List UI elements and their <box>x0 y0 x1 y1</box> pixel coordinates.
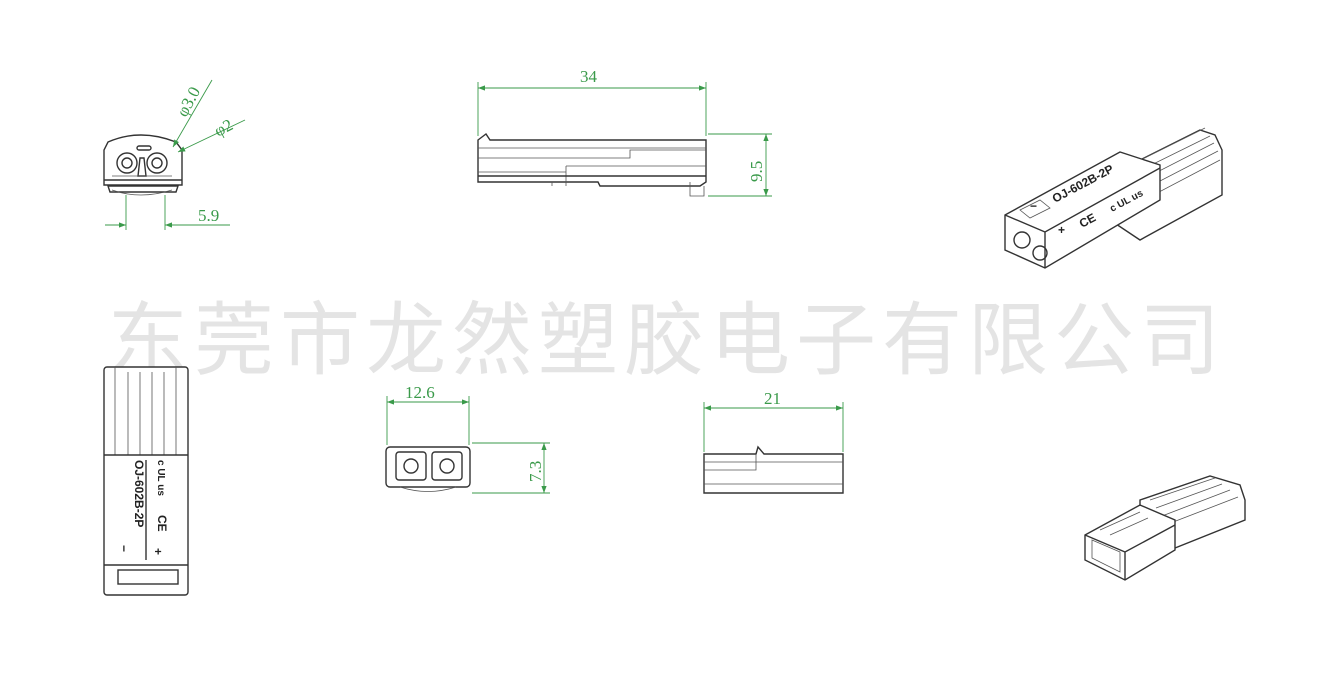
iso-ce-mark: CE <box>1077 210 1098 230</box>
dim-5-9: 5.9 <box>198 206 219 225</box>
side-view-dimensions: 34 9.5 <box>477 67 772 197</box>
top-view-bottom-left: OJ-602B-2P CE c UL us − + <box>103 366 189 596</box>
dim-12-6: 12.6 <box>405 383 435 402</box>
isometric-view-top: OJ-602B-2P CE c UL us + − <box>1004 127 1223 269</box>
dim-34: 34 <box>580 67 598 86</box>
dim-9-5: 9.5 <box>747 161 766 182</box>
iso-minus: − <box>1030 199 1037 213</box>
dim-phi-2: φ2 <box>211 115 236 140</box>
front-view-dimensions: 12.6 7.3 <box>386 383 550 494</box>
side-view-top <box>477 132 707 197</box>
short-side-view <box>703 445 844 494</box>
top-view-ul-mark: c UL us <box>155 460 166 496</box>
isometric-view-bottom <box>1084 475 1246 581</box>
company-watermark: 东莞市龙然塑胶电子有限公司 <box>108 294 1226 387</box>
top-view-ce-mark: CE <box>155 515 169 532</box>
iso-plus: + <box>1058 223 1065 237</box>
top-view-product-label: OJ-602B-2P <box>132 460 146 527</box>
top-view-plus: + <box>151 548 165 555</box>
short-side-dimensions: 21 <box>703 389 844 452</box>
front-view-middle <box>385 446 471 492</box>
end-view-top <box>103 134 183 196</box>
top-view-minus: − <box>117 545 131 552</box>
dim-21: 21 <box>764 389 781 408</box>
dim-7-3: 7.3 <box>526 461 545 482</box>
